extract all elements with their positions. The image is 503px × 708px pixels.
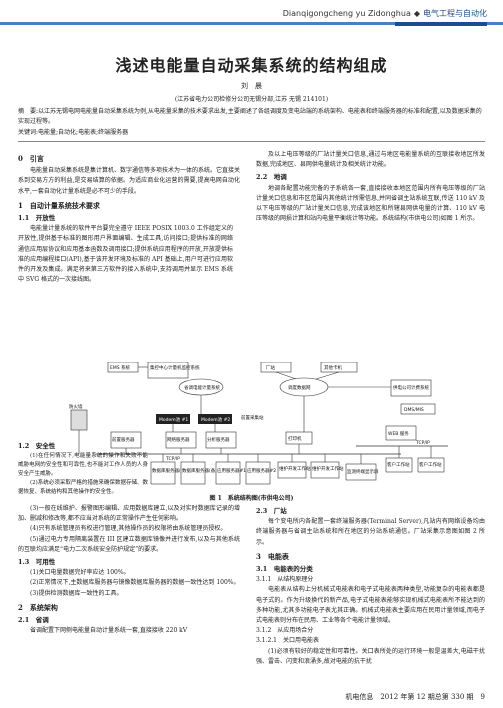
center-box [147, 362, 189, 379]
billing-box [390, 379, 432, 397]
abstract-rule [18, 141, 485, 142]
gateway-label: 前置服务器 [112, 436, 135, 443]
web-label: WEB 服务 [388, 430, 409, 437]
subsection-heading: 2.3 厂站 [256, 507, 287, 515]
paragraph: (3)一般在线维护、报警图形编辑、应用数据库建立,以及对实时数据库记录的增加、删… [18, 505, 240, 523]
paragraph: (4)只有系统管理员有权进行管理,其他操作员的权限将由系统管理员授权。 [30, 525, 227, 533]
client2-label: 客户工作站 [419, 461, 442, 468]
ws2-label: 维护开发工作站 [312, 465, 344, 472]
left-column-middle: 1.2 安全性 (1)在任何情况下,电能量系统的操作和失败不能威胁电网的安全性和… [18, 440, 148, 497]
paragraph: 及以上电压等级的厂站计量关口信息,通过与地区电能量系统的互联接收地区所发数据,完… [256, 151, 485, 169]
billing-label: 供电公司计费系统 [393, 384, 429, 391]
wan-label: 调度数据网 [288, 384, 311, 391]
author: 刘 晨 [241, 82, 262, 90]
journal-pinyin: Dianqigongcheng yu Zidonghua [282, 9, 411, 18]
left-column-bottom: (3)一般在线维护、报警图形编辑、应用数据库建立,以及对实时数据库记录的增加、删… [18, 504, 240, 636]
subsection-heading: 1.3 可用性 [18, 558, 56, 567]
paragraph: (3)提供检测数据库一致性的工具。 [30, 589, 123, 597]
dms-box [400, 403, 436, 415]
subsection-heading: 1.2 安全性 [18, 442, 56, 450]
header-accent-bar [395, 22, 487, 26]
paragraph: (1)必须有较好的稳定性和可靠性。关口表所处的运行环境一般是温差大,电磁干扰强、… [256, 647, 485, 665]
link [275, 371, 297, 380]
paragraph: 电能表从结构上分机械式电能表和电子式电能表两种类型,功能复杂的电能表都是电子式的… [256, 586, 485, 625]
paragraph: 电能量自动采集系统是集计算机、数字通信等多项技术为一体的系统。它直接关系到交易方… [18, 167, 241, 195]
paragraph: (2)正常情况下,主数据库服务器与镜像数据库服务器的数据一致性达到 100%。 [30, 579, 240, 587]
subsection-heading: 1.1 开放性 [18, 214, 56, 223]
system-architecture-diagram: EMS 系统 集控中心计量机监控系统 厂站 其他卡机 省调电能计量系统 调度数据… [69, 362, 448, 485]
client1-label: 客户工作站 [387, 461, 410, 468]
abstract: 摘 要:以江苏无锡电网电能量自动采集系统为例,从电能量采集的技术要求出发,主要阐… [18, 108, 482, 125]
analysis-label: 分析服务器 [207, 436, 230, 443]
paragraph: 地调各配置功能完备的子系统各一套,直接接收本地区范围内所有电压等级的厂站计量关口… [256, 184, 485, 223]
section-heading: 2 系统架构 [18, 602, 58, 612]
dms-label: DMS/MIS [404, 407, 424, 413]
center-label: 集控中心计量机监控系统 [150, 364, 200, 371]
paragraph: 电能量计量系统的软件平台要完全遵守 IEEE POSIX 1003.0 工作组定… [18, 225, 233, 284]
db2-label: 数据库服务器(备) [182, 467, 217, 474]
modem-pool-2 [198, 414, 232, 424]
figure-caption: 图 1 系统结构图(市供电公司) [209, 495, 294, 502]
subsubsection-heading: 3.1.2.1 关口用电能表 [256, 637, 319, 645]
link [315, 371, 340, 380]
section-heading: 3 电能表 [256, 551, 289, 561]
paragraph: 每个变电所内各配置一套终端服务器(Terminal Server),凡站内有网络… [256, 518, 485, 546]
tcp-label: TCP/IP [165, 456, 180, 462]
keywords: 关键词:电能量;自动化;电能表;终端服务器 [18, 129, 129, 136]
ems-label: EMS 系统 [110, 364, 131, 371]
paragraph: (1)关口电量数据完好率应达 100%。 [30, 569, 130, 577]
paper-title: 浅述电能量自动采集系统的结构组成 [115, 56, 388, 75]
right-column-bottom: 2.3 厂站 每个变电所内各配置一套终端服务器(Terminal Server)… [256, 504, 485, 667]
printer-label: 打印机 [288, 435, 302, 442]
tcp2-label: TCP/IP [415, 440, 430, 446]
db1-label: 数据库服务器(主) [152, 467, 187, 474]
diamond-icon: ◆ [413, 9, 420, 18]
paragraph: (5)通过电力专用隔离装置在 III 区建立数据库镜像并进行发布,以及与其他系统… [18, 535, 240, 553]
app2-label: 应用服务器#2 [247, 467, 276, 474]
paragraph: (1)在任何情况下,电能量系统的操作和失败不能威胁电网的安全性和可靠性,也不能对… [18, 453, 148, 477]
paragraph: (2)系统必须采取严格的措施来确保数据存储、数据恢复、系统结构和其他操作的安全性… [18, 480, 148, 495]
header-rule [0, 22, 503, 25]
firewall-icon [70, 409, 88, 431]
subsubsection-heading: 3.1.2 从应用场合分 [256, 627, 314, 635]
journal-header: Dianqigongcheng yu Zidonghua ◆ 电气工程与自动化 [283, 8, 487, 19]
page-footer: 机电信息 2012 年第 12 期总第 330 期 9 [345, 693, 485, 701]
modem2-label: Modem池 #2 [201, 416, 230, 423]
firewall-label: 防火墙 [69, 403, 83, 410]
subsection-heading: 3.1 电能表的分类 [256, 565, 313, 574]
subsection-heading: 2.2 地调 [256, 173, 287, 182]
mon-label: 监测终端显示屏 [347, 468, 379, 475]
plant-label: 厂站 [266, 364, 275, 371]
web-server [385, 425, 417, 441]
section-heading: 1 自动计量系统技术要求 [18, 200, 100, 210]
network-label: 网络服务器 [167, 436, 190, 443]
subsubsection-heading: 3.1.1 从结构原理分 [256, 576, 314, 584]
modem1-label: Modem池 #1 [159, 416, 188, 423]
app1-label: 应用服务器#1 [217, 467, 246, 474]
affiliation: (江苏省电力公司检修分公司无锡分部,江苏 无锡 214101) [174, 96, 329, 103]
provincial-label: 省调电能计量系统 [184, 384, 220, 391]
journal-section: 电气工程与自动化 [423, 9, 487, 18]
ws1-label: 维护开发工作站 [279, 465, 311, 472]
left-column-top: 0 引言 电能量自动采集系统是集计算机、数字通信等多项技术为一体的系统。它直接关… [18, 150, 240, 360]
paragraph: 省调配置下网侧电能量自动计量系统一套,直接接收 220 kV [30, 627, 188, 635]
right-column-top: 及以上电压等级的厂站计量关口信息,通过与地区电能量系统的互联接收地区所发数据,完… [256, 150, 485, 224]
xfer-label: 前置采集站 [241, 414, 264, 421]
subsection-heading: 2.1 省调 [18, 616, 49, 625]
modem-pool-1 [156, 414, 190, 424]
other-label: 其他卡机 [324, 364, 342, 371]
section-heading: 0 引言 [18, 154, 44, 163]
